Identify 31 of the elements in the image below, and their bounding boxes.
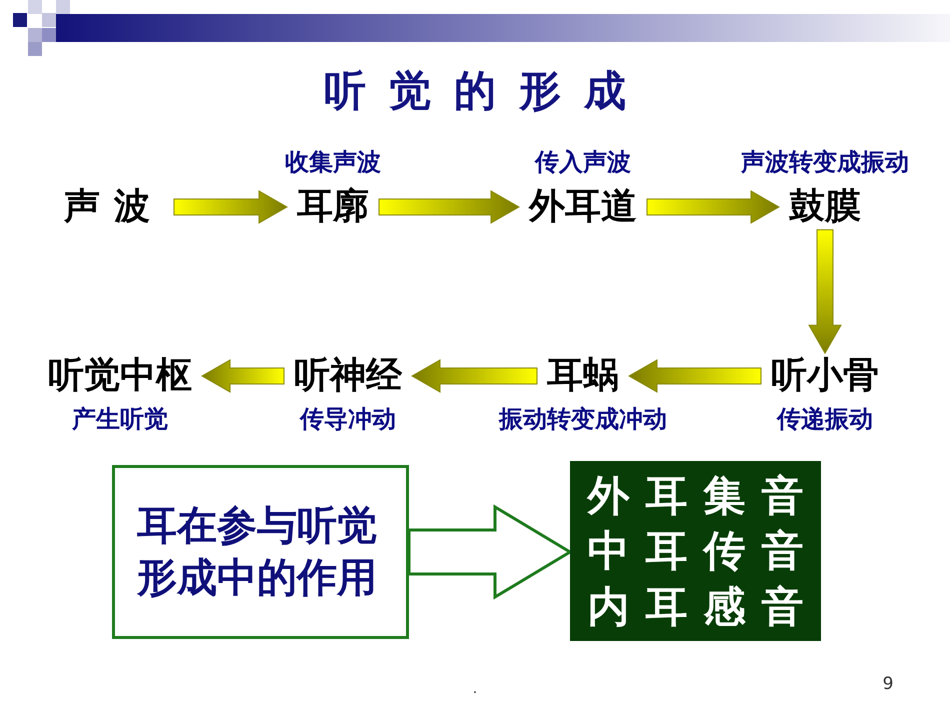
- function-label: 收集声波: [285, 149, 381, 177]
- stage-label: 听觉中枢: [38, 353, 202, 399]
- summary-text: 内耳感音: [586, 580, 820, 633]
- block-arrow: [411, 359, 538, 393]
- stage-label: 听小骨: [761, 353, 889, 399]
- block-arrow: [646, 190, 780, 224]
- slide-title: 听觉的形成: [322, 66, 650, 115]
- page-number: 9: [882, 676, 894, 693]
- block-arrow: [174, 190, 288, 224]
- function-label: 振动转变成冲动: [499, 406, 667, 434]
- function-label: 产生听觉: [72, 406, 168, 434]
- function-label: 传导冲动: [300, 406, 396, 434]
- stage-label: 鼓膜: [779, 184, 871, 230]
- block-arrow: [201, 359, 284, 393]
- stage-label: 耳廓: [287, 184, 379, 230]
- function-label: 传入声波: [535, 149, 631, 177]
- summary-text: 中耳传音: [586, 525, 820, 578]
- function-label: 传递振动: [777, 406, 873, 434]
- block-arrow: [808, 229, 842, 354]
- stage-label: 外耳道: [519, 184, 647, 230]
- summary-text: 外耳集音: [586, 470, 820, 522]
- block-arrow: [378, 190, 520, 224]
- block-arrow: [628, 359, 762, 393]
- function-label: 声波转变成振动: [741, 149, 909, 177]
- hollow-arrow: [408, 504, 573, 600]
- footer-dot: .: [472, 682, 478, 696]
- statement-box: 耳在参与听觉形成中的作用: [112, 465, 409, 639]
- summary-panel: [570, 461, 821, 641]
- stage-label: 听神经: [284, 353, 412, 399]
- stage-label: 声波: [40, 184, 174, 230]
- stage-label: 耳蜗: [537, 353, 629, 399]
